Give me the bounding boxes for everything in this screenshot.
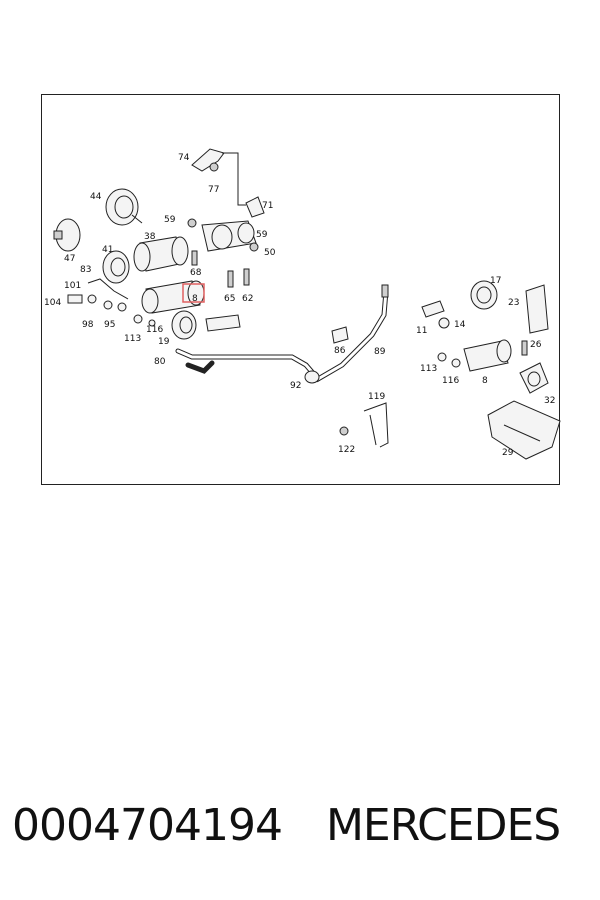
cover-29 <box>487 400 561 460</box>
bracket-74 <box>191 148 246 206</box>
callout-86: 86 <box>334 346 346 356</box>
filter-38 <box>133 236 189 272</box>
callout-41: 41 <box>102 245 113 255</box>
callout-68: 68 <box>190 268 202 278</box>
callout-119: 119 <box>368 392 385 402</box>
connector-11 <box>421 300 450 329</box>
callout-74: 74 <box>178 153 190 163</box>
callout-65: 65 <box>224 294 235 304</box>
parts-diagram-frame: 74 77 71 44 59 38 59 50 47 41 68 65 62 8… <box>41 94 561 485</box>
callout-101: 101 <box>64 281 81 291</box>
mounting-bracket-50 <box>187 218 259 252</box>
callout-23: 23 <box>508 298 519 308</box>
callout-77: 77 <box>208 185 219 195</box>
callout-38: 38 <box>144 232 156 242</box>
part-number: 0004704194 <box>12 800 283 851</box>
callout-47: 47 <box>64 254 75 264</box>
callout-92: 92 <box>290 381 301 391</box>
product-caption: 0004704194 MERCEDES <box>12 800 592 860</box>
bolts-65-62 <box>191 250 250 288</box>
parts-diagram: 74 77 71 44 59 38 59 50 47 41 68 65 62 8… <box>44 148 561 460</box>
callout-59a: 59 <box>164 215 176 225</box>
callout-62: 62 <box>242 294 253 304</box>
fuel-line-89 <box>175 284 389 384</box>
callout-98: 98 <box>82 320 94 330</box>
callout-11: 11 <box>416 326 427 336</box>
callout-44: 44 <box>90 192 102 202</box>
accumulator-47 <box>53 218 81 252</box>
clamp-44 <box>105 188 143 226</box>
callout-59b: 59 <box>256 230 268 240</box>
callout-29: 29 <box>502 448 514 458</box>
bracket-23 <box>521 284 549 356</box>
callout-83: 83 <box>80 265 91 275</box>
callout-122: 122 <box>338 445 355 455</box>
callout-26: 26 <box>530 340 542 350</box>
callout-19: 19 <box>158 337 170 347</box>
callout-14: 14 <box>454 320 466 330</box>
clip-86 <box>331 326 349 344</box>
callout-113a: 113 <box>124 334 141 344</box>
callout-32: 32 <box>544 396 555 406</box>
callout-95: 95 <box>104 320 115 330</box>
fittings-left <box>67 278 156 327</box>
callout-50: 50 <box>264 248 276 258</box>
callout-17: 17 <box>490 276 501 286</box>
callout-8-highlighted: 8 <box>192 294 198 304</box>
callout-104: 104 <box>44 298 61 308</box>
callout-80: 80 <box>154 357 166 367</box>
brand-name: MERCEDES <box>325 800 561 851</box>
callout-8b: 8 <box>482 376 488 386</box>
mount-32 <box>519 362 549 394</box>
bracket-119 <box>339 402 389 448</box>
clamp-17 <box>470 280 498 310</box>
callout-116b: 116 <box>442 376 459 386</box>
callout-113b: 113 <box>420 364 437 374</box>
clamp-19 <box>171 310 241 340</box>
clip-71 <box>245 196 265 218</box>
fuel-pump-8-right <box>437 339 512 372</box>
callout-89: 89 <box>374 347 386 357</box>
fuel-pump-8 <box>141 280 205 314</box>
highlight-box <box>182 283 205 303</box>
clamp-41 <box>102 250 130 284</box>
callout-116a: 116 <box>146 325 163 335</box>
callout-71: 71 <box>262 201 273 211</box>
